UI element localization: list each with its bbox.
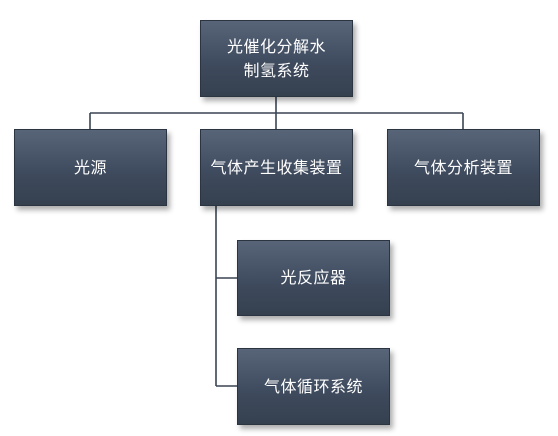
root-node: 光催化分解水 制氢系统 bbox=[200, 20, 353, 97]
node-gas-collection-label: 气体产生收集装置 bbox=[210, 157, 343, 177]
node-gas-circulation: 气体循环系统 bbox=[237, 348, 390, 425]
node-gas-analysis: 气体分析装置 bbox=[387, 129, 540, 206]
node-gas-collection: 气体产生收集装置 bbox=[200, 129, 353, 206]
node-light-source-label: 光源 bbox=[73, 157, 107, 177]
root-node-label: 光催化分解水 制氢系统 bbox=[226, 36, 326, 80]
node-photoreactor: 光反应器 bbox=[237, 240, 390, 316]
node-photoreactor-label: 光反应器 bbox=[280, 268, 347, 287]
node-light-source: 光源 bbox=[14, 129, 167, 206]
node-gas-circulation-label: 气体循环系统 bbox=[263, 376, 363, 396]
node-gas-analysis-label: 气体分析装置 bbox=[413, 157, 513, 177]
